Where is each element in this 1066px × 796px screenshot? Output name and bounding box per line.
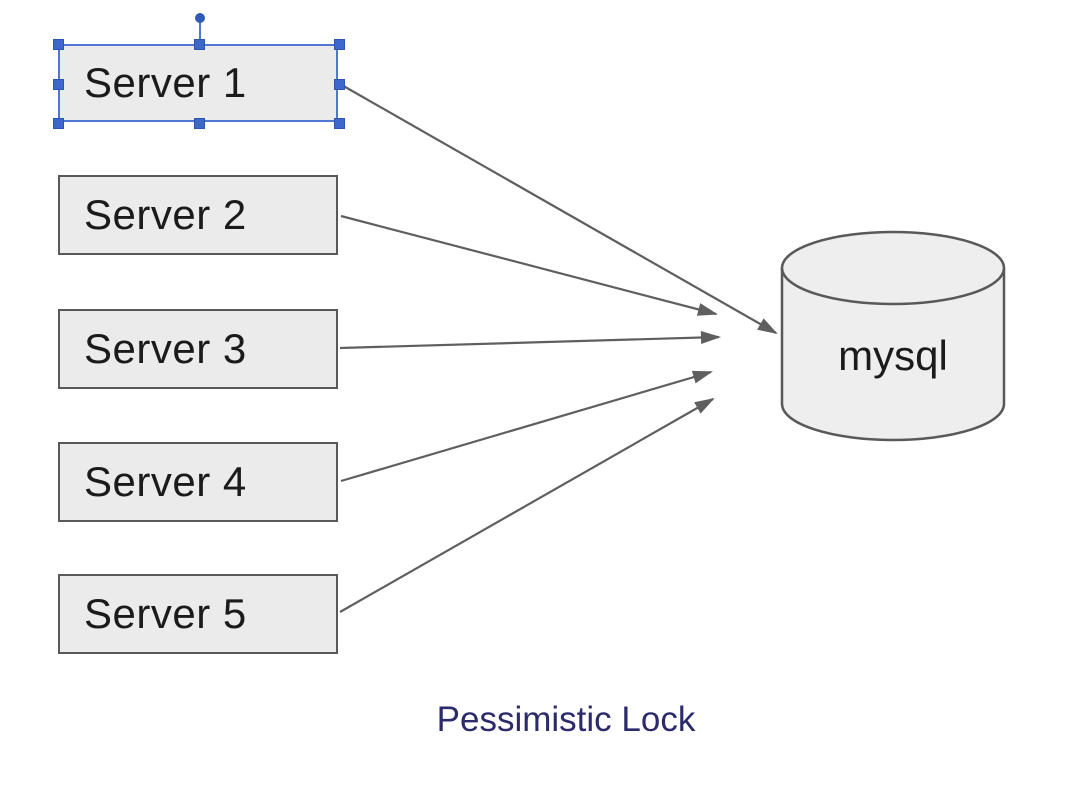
arrow-server5-to-mysql[interactable] bbox=[339, 398, 715, 613]
node-server1[interactable]: Server 1 bbox=[53, 13, 345, 129]
arrow-server4-to-mysql[interactable] bbox=[340, 370, 713, 483]
node-server3[interactable]: Server 3 bbox=[58, 309, 338, 389]
server3-label: Server 3 bbox=[84, 325, 247, 372]
rotation-stem bbox=[199, 22, 201, 44]
node-mysql-database[interactable]: mysql bbox=[780, 230, 1006, 442]
arrow-server1-to-mysql[interactable] bbox=[339, 83, 778, 334]
resize-handle-top-left[interactable] bbox=[53, 39, 64, 50]
resize-handle-bottom-center[interactable] bbox=[194, 118, 205, 129]
arrow-server3-to-mysql[interactable] bbox=[339, 331, 721, 350]
database-label: mysql bbox=[838, 332, 948, 379]
resize-handle-bottom-right[interactable] bbox=[334, 118, 345, 129]
server1-label: Server 1 bbox=[84, 59, 247, 106]
node-server2[interactable]: Server 2 bbox=[58, 175, 338, 255]
node-server4[interactable]: Server 4 bbox=[58, 442, 338, 522]
resize-handle-top-center[interactable] bbox=[194, 39, 205, 50]
server5-label: Server 5 bbox=[84, 590, 247, 637]
node-server5[interactable]: Server 5 bbox=[58, 574, 338, 654]
diagram-caption: Pessimistic Lock bbox=[436, 700, 696, 739]
cylinder-body bbox=[780, 268, 1006, 442]
server2-label: Server 2 bbox=[84, 191, 247, 238]
cylinder-top bbox=[780, 230, 1006, 306]
resize-handle-middle-left[interactable] bbox=[53, 79, 64, 90]
rotation-handle[interactable] bbox=[195, 13, 205, 23]
resize-handle-middle-right[interactable] bbox=[334, 79, 345, 90]
arrow-server2-to-mysql[interactable] bbox=[340, 214, 718, 316]
resize-handle-bottom-left[interactable] bbox=[53, 118, 64, 129]
server4-label: Server 4 bbox=[84, 458, 247, 505]
resize-handle-top-right[interactable] bbox=[334, 39, 345, 50]
